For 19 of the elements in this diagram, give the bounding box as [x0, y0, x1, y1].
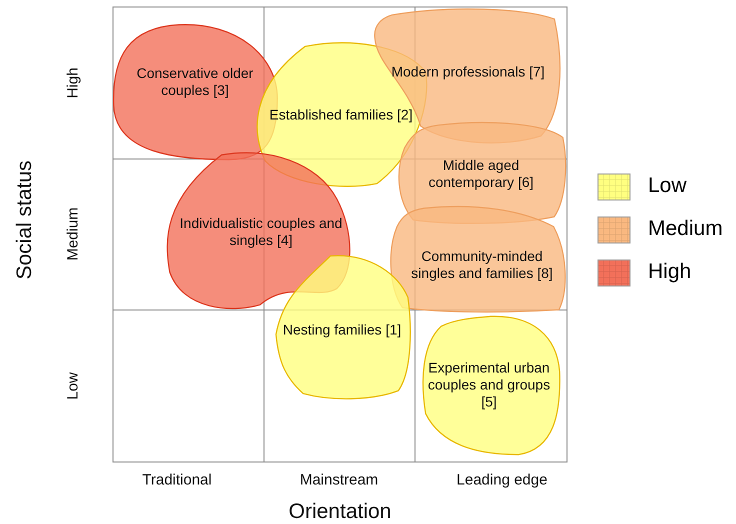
- legend-label: Medium: [648, 217, 723, 241]
- segment-label: Middle aged contemporary [6]: [427, 157, 535, 191]
- axis-tick-label: Leading edge: [456, 472, 548, 488]
- axis-tick-label: Mainstream: [300, 472, 378, 488]
- legend-label: High: [648, 260, 692, 284]
- axis-title: Orientation: [288, 500, 392, 524]
- axis-tick-label: Traditional: [142, 472, 212, 488]
- axis-tick-label: Low: [64, 372, 82, 400]
- segment-label: Community-minded singles and families [8]: [410, 248, 554, 282]
- axis-tick-label: High: [64, 68, 82, 98]
- segment-label: Conservative older couples [3]: [136, 65, 254, 99]
- segment-label: Experimental urban couples and groups [5]: [426, 360, 552, 410]
- segment-label: Nesting families [1]: [282, 322, 402, 338]
- legend-label: Low: [648, 174, 687, 198]
- segment-label: Established families [2]: [268, 106, 414, 124]
- segment-label: Individualistic couples and singles [4]: [178, 215, 344, 249]
- segment-label: Modern professionals [7]: [390, 64, 546, 80]
- axis-title: Social status: [13, 160, 37, 280]
- axis-tick-label: Medium: [64, 207, 82, 261]
